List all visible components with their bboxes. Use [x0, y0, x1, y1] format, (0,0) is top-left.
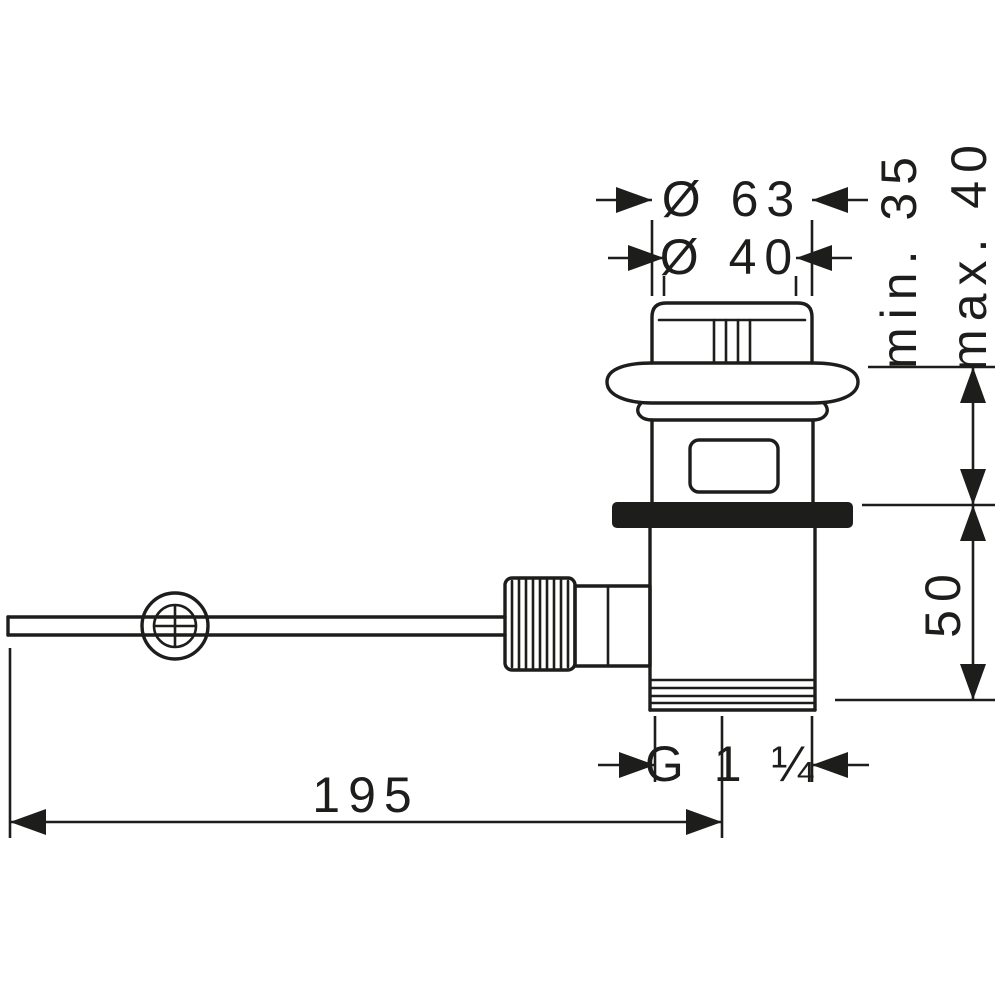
pull-rod [6, 615, 507, 637]
dim-lower-height: 50 [835, 505, 995, 702]
thread-section [650, 678, 815, 705]
dim-inner-diameter: Ø 40 [608, 229, 852, 296]
nut-housing [573, 584, 652, 668]
dim-rod-length: 195 [8, 648, 724, 838]
dim-label-rod-length: 195 [312, 767, 419, 823]
dim-label-thread-size: G 1 ¼ [645, 736, 821, 792]
dim-thread-size: G 1 ¼ [598, 716, 869, 792]
rubber-seal [612, 502, 853, 528]
dim-label-lower-height: 50 [915, 566, 971, 638]
drain-upper-body [650, 418, 815, 504]
dim-label-inner-diameter: Ø 40 [660, 229, 800, 285]
drain-lower-body [648, 526, 817, 712]
dim-mounting-depth [862, 365, 995, 507]
overflow-window [688, 438, 780, 494]
dim-label-outer-diameter: Ø 63 [662, 171, 802, 227]
adjustment-nut [503, 576, 652, 672]
dim-outer-diameter: Ø 63 [596, 171, 868, 296]
drain-flange [605, 361, 860, 422]
drain-cap [650, 301, 814, 365]
dim-label-max-depth: max. 40 [941, 137, 997, 371]
pivot-joint [140, 591, 210, 661]
dim-label-min-depth: min. 35 [871, 149, 927, 369]
